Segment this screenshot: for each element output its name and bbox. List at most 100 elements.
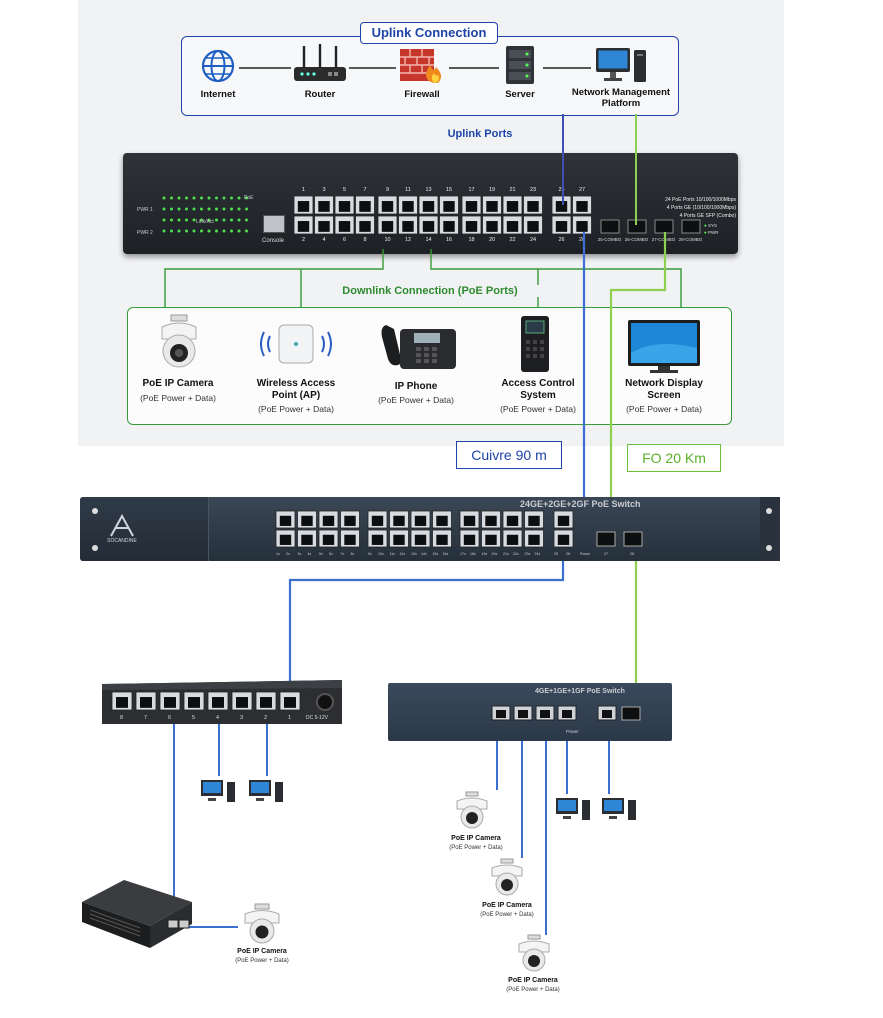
- rack-screw: [92, 508, 98, 514]
- port-led: [222, 218, 226, 222]
- port-number-bottom: 18: [468, 237, 475, 243]
- rj45-socket: [359, 221, 371, 232]
- rack-port-label: 9x: [368, 552, 372, 556]
- access-point-icon: [260, 324, 332, 364]
- rj45-socket: [318, 221, 330, 232]
- uplink-chain-lines: [239, 67, 591, 69]
- ip-camera-icon: [244, 903, 280, 944]
- brand-logo-icon: [110, 514, 134, 537]
- port-led: [177, 229, 181, 233]
- rack-port-label: 14x: [421, 552, 427, 556]
- rj45-socket: [402, 201, 414, 212]
- port-number-top: 3: [322, 187, 326, 193]
- rack-extra-label: 27: [604, 552, 608, 556]
- spec-line-3: 4 Ports GE SFP (Combo): [679, 213, 736, 219]
- poe-label: PoE: [244, 195, 254, 201]
- port-led: [185, 196, 188, 200]
- port-led: [177, 196, 181, 200]
- computer-icon: [201, 780, 235, 802]
- rj45-socket: [465, 221, 478, 232]
- rj45-socket: [485, 534, 497, 545]
- spec-line-1: 24 PoE Ports 10/100/1000Mbps: [665, 197, 736, 203]
- rj45-socket: [212, 697, 224, 708]
- rack-port-label: 20x: [491, 552, 498, 556]
- rj45-socket: [371, 515, 384, 526]
- port-number-top: 17: [468, 187, 475, 193]
- router-icon: [294, 44, 346, 81]
- port-led: [237, 207, 241, 211]
- port-led: [185, 218, 188, 222]
- rj45-socket: [414, 534, 427, 545]
- port-led: [215, 229, 218, 233]
- port-led: [192, 218, 196, 222]
- port-led: [185, 207, 188, 211]
- display-screen-icon: [628, 320, 700, 373]
- rack-port-label: 6x: [329, 552, 333, 556]
- rack-port-label: 18x: [470, 552, 476, 556]
- port-number-top: 9: [385, 187, 390, 193]
- rj45-socket: [164, 697, 176, 708]
- small-switch-port-number: 7: [143, 715, 148, 721]
- camera-label-4: PoE IP Camera: [237, 948, 287, 955]
- port-number-top: 21: [509, 187, 516, 193]
- port-led: [185, 229, 188, 233]
- downlink-connection-title: Downlink Connection (PoE Ports): [320, 285, 540, 297]
- rj45-socket: [443, 221, 455, 232]
- switch-led-panel: [162, 196, 248, 233]
- rj45-socket: [465, 201, 478, 212]
- small-switch-port-number: 8: [119, 715, 124, 721]
- uplink-device-label-router: Router: [304, 89, 336, 100]
- uplink-device-label-nmp: Network Management Platform: [571, 87, 671, 109]
- spec-line-2: 4 Ports GE (10/100/1000Mbps): [666, 205, 736, 211]
- rj45-socket: [279, 534, 292, 545]
- small-switch-port-number: 6: [167, 715, 172, 721]
- port-number-top: 7: [363, 187, 367, 193]
- rj45-socket: [236, 697, 248, 708]
- rj45-socket: [188, 697, 200, 708]
- rack-switch-port-array: [275, 510, 574, 548]
- port-number-top: 11: [405, 187, 411, 193]
- ip-camera-icon: [161, 314, 197, 368]
- rj45-socket: [463, 515, 476, 526]
- port-led: [170, 218, 173, 222]
- rj45-socket: [260, 697, 272, 708]
- console-label: Console: [261, 238, 284, 244]
- port-led: [162, 218, 166, 222]
- ip-camera-icon: [518, 934, 550, 972]
- uplink-ports-label: Uplink Ports: [447, 128, 513, 140]
- port-led: [162, 207, 166, 211]
- port-led: [237, 196, 241, 200]
- console-port[interactable]: [263, 215, 285, 233]
- port-led: [200, 229, 203, 233]
- port-led: [177, 207, 181, 211]
- port-number-bottom: 2: [301, 237, 306, 243]
- rack-extra-label: 28: [630, 552, 634, 556]
- computer-icon: [596, 48, 646, 82]
- camera-label-2: PoE IP Camera: [482, 902, 532, 909]
- port-led: [230, 207, 233, 211]
- camera-label-3: PoE IP Camera: [508, 977, 558, 984]
- switch-spec-list: 24 PoE Ports 10/100/1000Mbps 4 Ports GE …: [624, 196, 736, 220]
- brand-name: SOCANDINE: [107, 538, 137, 544]
- sfp-label-28: 28-COMBO: [678, 237, 703, 242]
- rj45-socket: [297, 221, 310, 232]
- rj45-socket: [486, 201, 498, 212]
- port-led: [200, 196, 203, 200]
- downlink-label-display: Network Display Screen: [625, 378, 703, 401]
- downlink-sub-access-control: (PoE Power + Data): [500, 404, 576, 414]
- camera-sub-3: (PoE Power + Data): [506, 987, 560, 993]
- rack-port-label: 13x: [411, 552, 417, 556]
- port-led: [192, 196, 196, 200]
- port-led: [207, 207, 211, 211]
- dc-power-jack[interactable]: [316, 693, 334, 711]
- rack-port-label: 4x: [307, 552, 312, 556]
- rack-right-ear: [760, 497, 780, 561]
- rack-port-label: 15x: [432, 552, 439, 556]
- rack-port-label: 1x: [276, 552, 280, 556]
- rj45-socket: [381, 201, 394, 212]
- port-number-bottom: 14: [425, 237, 432, 243]
- rj45-socket: [443, 201, 455, 212]
- port-number-bottom: 22: [509, 237, 516, 243]
- port-led: [192, 207, 196, 211]
- uplink-device-label-server: Server: [505, 89, 535, 100]
